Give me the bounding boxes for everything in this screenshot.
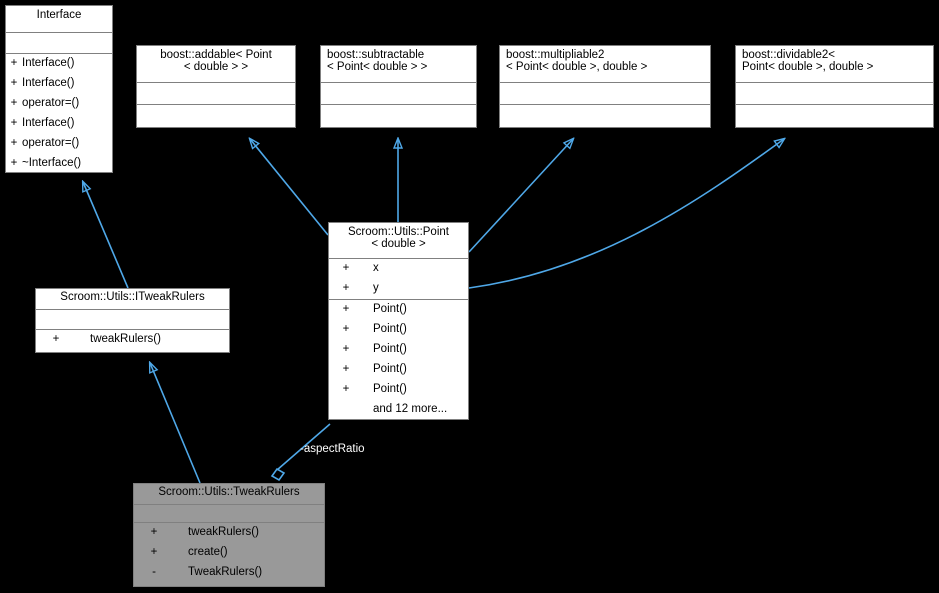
class-attributes-interface xyxy=(6,33,112,54)
member-name: and 12 more... xyxy=(373,403,448,416)
visibility-marker: + xyxy=(342,383,350,396)
class-box-boost-multipliable2[interactable]: boost::multipliable2 < Point< double >, … xyxy=(499,45,711,128)
visibility-marker: + xyxy=(342,343,350,356)
class-operations-boost-subtractable xyxy=(321,105,476,127)
class-member-row: + Interface() xyxy=(6,54,112,74)
visibility-marker: - xyxy=(152,566,156,579)
class-box-itweakrulers[interactable]: Scroom::Utils::ITweakRulers + tweakRuler… xyxy=(35,288,230,353)
class-member-row: + y xyxy=(329,279,468,299)
class-member-row: + operator=() xyxy=(6,94,112,114)
class-member-row: + create() xyxy=(134,543,324,563)
visibility-marker: + xyxy=(10,97,18,110)
class-operations-tweakrulers: + tweakRulers() + create() - TweakRulers… xyxy=(134,523,324,583)
member-name: TweakRulers() xyxy=(188,566,263,579)
member-name: Point() xyxy=(373,323,407,336)
class-member-row: + tweakRulers() xyxy=(36,330,229,350)
visibility-marker: + xyxy=(10,157,18,170)
class-attributes-boost-multipliable2 xyxy=(500,83,710,105)
class-member-row: + Interface() xyxy=(6,74,112,94)
class-member-row: + Point() xyxy=(329,320,468,340)
class-box-tweakrulers[interactable]: Scroom::Utils::TweakRulers + tweakRulers… xyxy=(133,483,325,587)
class-member-row: + x xyxy=(329,259,468,279)
edge-point-inherits-dividable2 xyxy=(468,139,784,289)
class-title-boost-addable: boost::addable< Point < double > > xyxy=(137,46,295,83)
member-name: Interface() xyxy=(22,57,75,70)
visibility-marker: + xyxy=(342,282,350,295)
member-name: operator=() xyxy=(22,137,80,150)
class-member-row: and 12 more... xyxy=(329,400,468,419)
class-attributes-point: + x + y xyxy=(329,259,468,300)
class-member-row: + Point() xyxy=(329,300,468,320)
class-operations-point: + Point() + Point() + Point() + Point() … xyxy=(329,300,468,419)
class-operations-boost-multipliable2 xyxy=(500,105,710,127)
class-box-boost-addable[interactable]: boost::addable< Point < double > > xyxy=(136,45,296,128)
class-member-row: - TweakRulers() xyxy=(134,563,324,583)
class-title-boost-dividable2: boost::dividable2< Point< double >, doub… xyxy=(736,46,933,83)
class-title-point: Scroom::Utils::Point < double > xyxy=(329,223,468,259)
visibility-marker: + xyxy=(342,262,350,275)
class-box-point[interactable]: Scroom::Utils::Point < double > + x + y … xyxy=(328,222,469,420)
member-name: Point() xyxy=(373,363,407,376)
edge-tweakrulers-inherits-itweakrulers xyxy=(150,363,201,484)
class-member-row: + ~Interface() xyxy=(6,154,112,172)
member-name: x xyxy=(373,262,379,275)
class-attributes-tweakrulers xyxy=(134,505,324,523)
class-operations-interface: + Interface() + Interface() + operator=(… xyxy=(6,54,112,172)
member-name: Point() xyxy=(373,303,407,316)
class-attributes-itweakrulers xyxy=(36,310,229,330)
class-title-tweakrulers: Scroom::Utils::TweakRulers xyxy=(134,484,324,505)
class-title-boost-multipliable2: boost::multipliable2 < Point< double >, … xyxy=(500,46,710,83)
member-name: y xyxy=(373,282,379,295)
visibility-marker: + xyxy=(10,117,18,130)
class-member-row: + Point() xyxy=(329,380,468,400)
visibility-marker: + xyxy=(52,333,60,346)
class-attributes-boost-subtractable xyxy=(321,83,476,105)
member-name: Interface() xyxy=(22,77,75,90)
class-member-row: + operator=() xyxy=(6,134,112,154)
visibility-marker: + xyxy=(10,137,18,150)
class-title-boost-subtractable: boost::subtractable < Point< double > > xyxy=(321,46,476,83)
member-name: Point() xyxy=(373,343,407,356)
class-attributes-boost-addable xyxy=(137,83,295,105)
class-operations-boost-dividable2 xyxy=(736,105,933,127)
edge-itweakrulers-inherits-interface xyxy=(83,182,129,289)
class-title-interface: Interface xyxy=(6,6,112,33)
class-member-row: + Point() xyxy=(329,360,468,380)
visibility-marker: + xyxy=(342,323,350,336)
member-name: create() xyxy=(188,546,228,559)
edge-label-aspect-ratio: -aspectRatio xyxy=(300,443,365,455)
member-name: Interface() xyxy=(22,117,75,130)
visibility-marker: + xyxy=(10,57,18,70)
visibility-marker: + xyxy=(342,303,350,316)
class-member-row: + tweakRulers() xyxy=(134,523,324,543)
class-operations-boost-addable xyxy=(137,105,295,127)
edge-point-inherits-addable xyxy=(250,139,329,236)
visibility-marker: + xyxy=(150,526,158,539)
class-member-row: + Interface() xyxy=(6,114,112,134)
member-name: tweakRulers() xyxy=(90,333,161,346)
member-name: tweakRulers() xyxy=(188,526,259,539)
class-title-itweakrulers: Scroom::Utils::ITweakRulers xyxy=(36,289,229,310)
member-name: Point() xyxy=(373,383,407,396)
edge-point-inherits-multipliable2 xyxy=(468,139,573,253)
visibility-marker: + xyxy=(10,77,18,90)
class-box-boost-subtractable[interactable]: boost::subtractable < Point< double > > xyxy=(320,45,477,128)
class-attributes-boost-dividable2 xyxy=(736,83,933,105)
class-box-boost-dividable2[interactable]: boost::dividable2< Point< double >, doub… xyxy=(735,45,934,128)
visibility-marker: + xyxy=(342,363,350,376)
member-name: ~Interface() xyxy=(22,157,82,170)
class-box-interface[interactable]: Interface + Interface() + Interface() + … xyxy=(5,5,113,173)
visibility-marker: + xyxy=(150,546,158,559)
class-member-row: + Point() xyxy=(329,340,468,360)
member-name: operator=() xyxy=(22,97,80,110)
class-operations-itweakrulers: + tweakRulers() xyxy=(36,330,229,350)
